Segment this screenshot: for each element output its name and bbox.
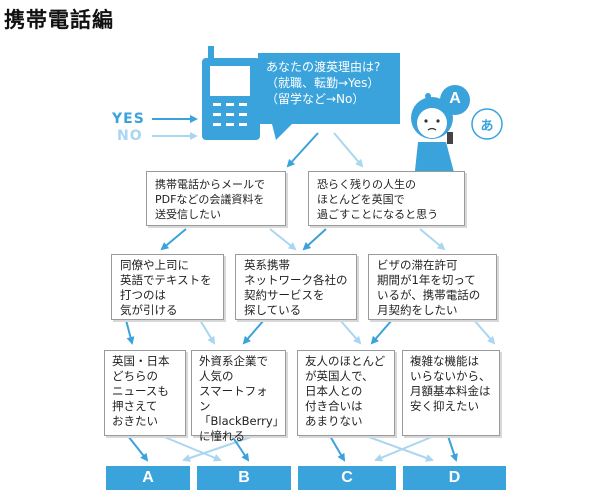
mobile-phone-icon — [202, 46, 260, 140]
question-box: 英系携帯 ネットワーク各社の 契約サービスを 探している — [235, 254, 357, 320]
legend-no-label: NO — [117, 128, 143, 144]
question-box: 恐らく残りの人生の ほとんどを英国で 過ごすことになると思う — [308, 171, 465, 226]
result-a: A — [106, 466, 190, 490]
legend-yes-label: YES — [112, 111, 145, 127]
result-b: B — [197, 466, 291, 490]
question-box: 英国・日本 どちらの ニュースも 押さえて おきたい — [104, 350, 186, 436]
question-box: 複雑な機能は いらないから、 月額基本料金は 安く抑えたい — [402, 350, 500, 436]
question-bubble: あなたの渡英理由は? （就職、転勤→Yes） （留学など→No） — [258, 53, 400, 124]
page-title: 携帯電話編 — [4, 8, 114, 32]
question-box: 友人のほとんどが英国人で、 日本人との 付き合いは あまりない — [297, 350, 395, 436]
question-box: 同僚や上司に 英語でテキストを 打つのは 気が引ける — [111, 254, 224, 320]
question-box: 外資系企業で 人気の スマートフォン 「BlackBerry」 に憧れる — [191, 350, 286, 443]
question-box: ビザの滞在許可 期間が1年を切って いるが、携帯電話の 月契約をしたい — [368, 254, 497, 320]
character-bubble-hiragana: あ — [480, 119, 494, 134]
character-illustration — [411, 85, 503, 186]
character-bubble-a: A — [449, 90, 461, 107]
result-c: C — [298, 466, 396, 490]
bubble-tail — [272, 124, 292, 140]
question-box: 携帯電話からメールで PDFなどの会議資料を 送受信したい — [146, 171, 286, 226]
result-d: D — [403, 466, 506, 490]
